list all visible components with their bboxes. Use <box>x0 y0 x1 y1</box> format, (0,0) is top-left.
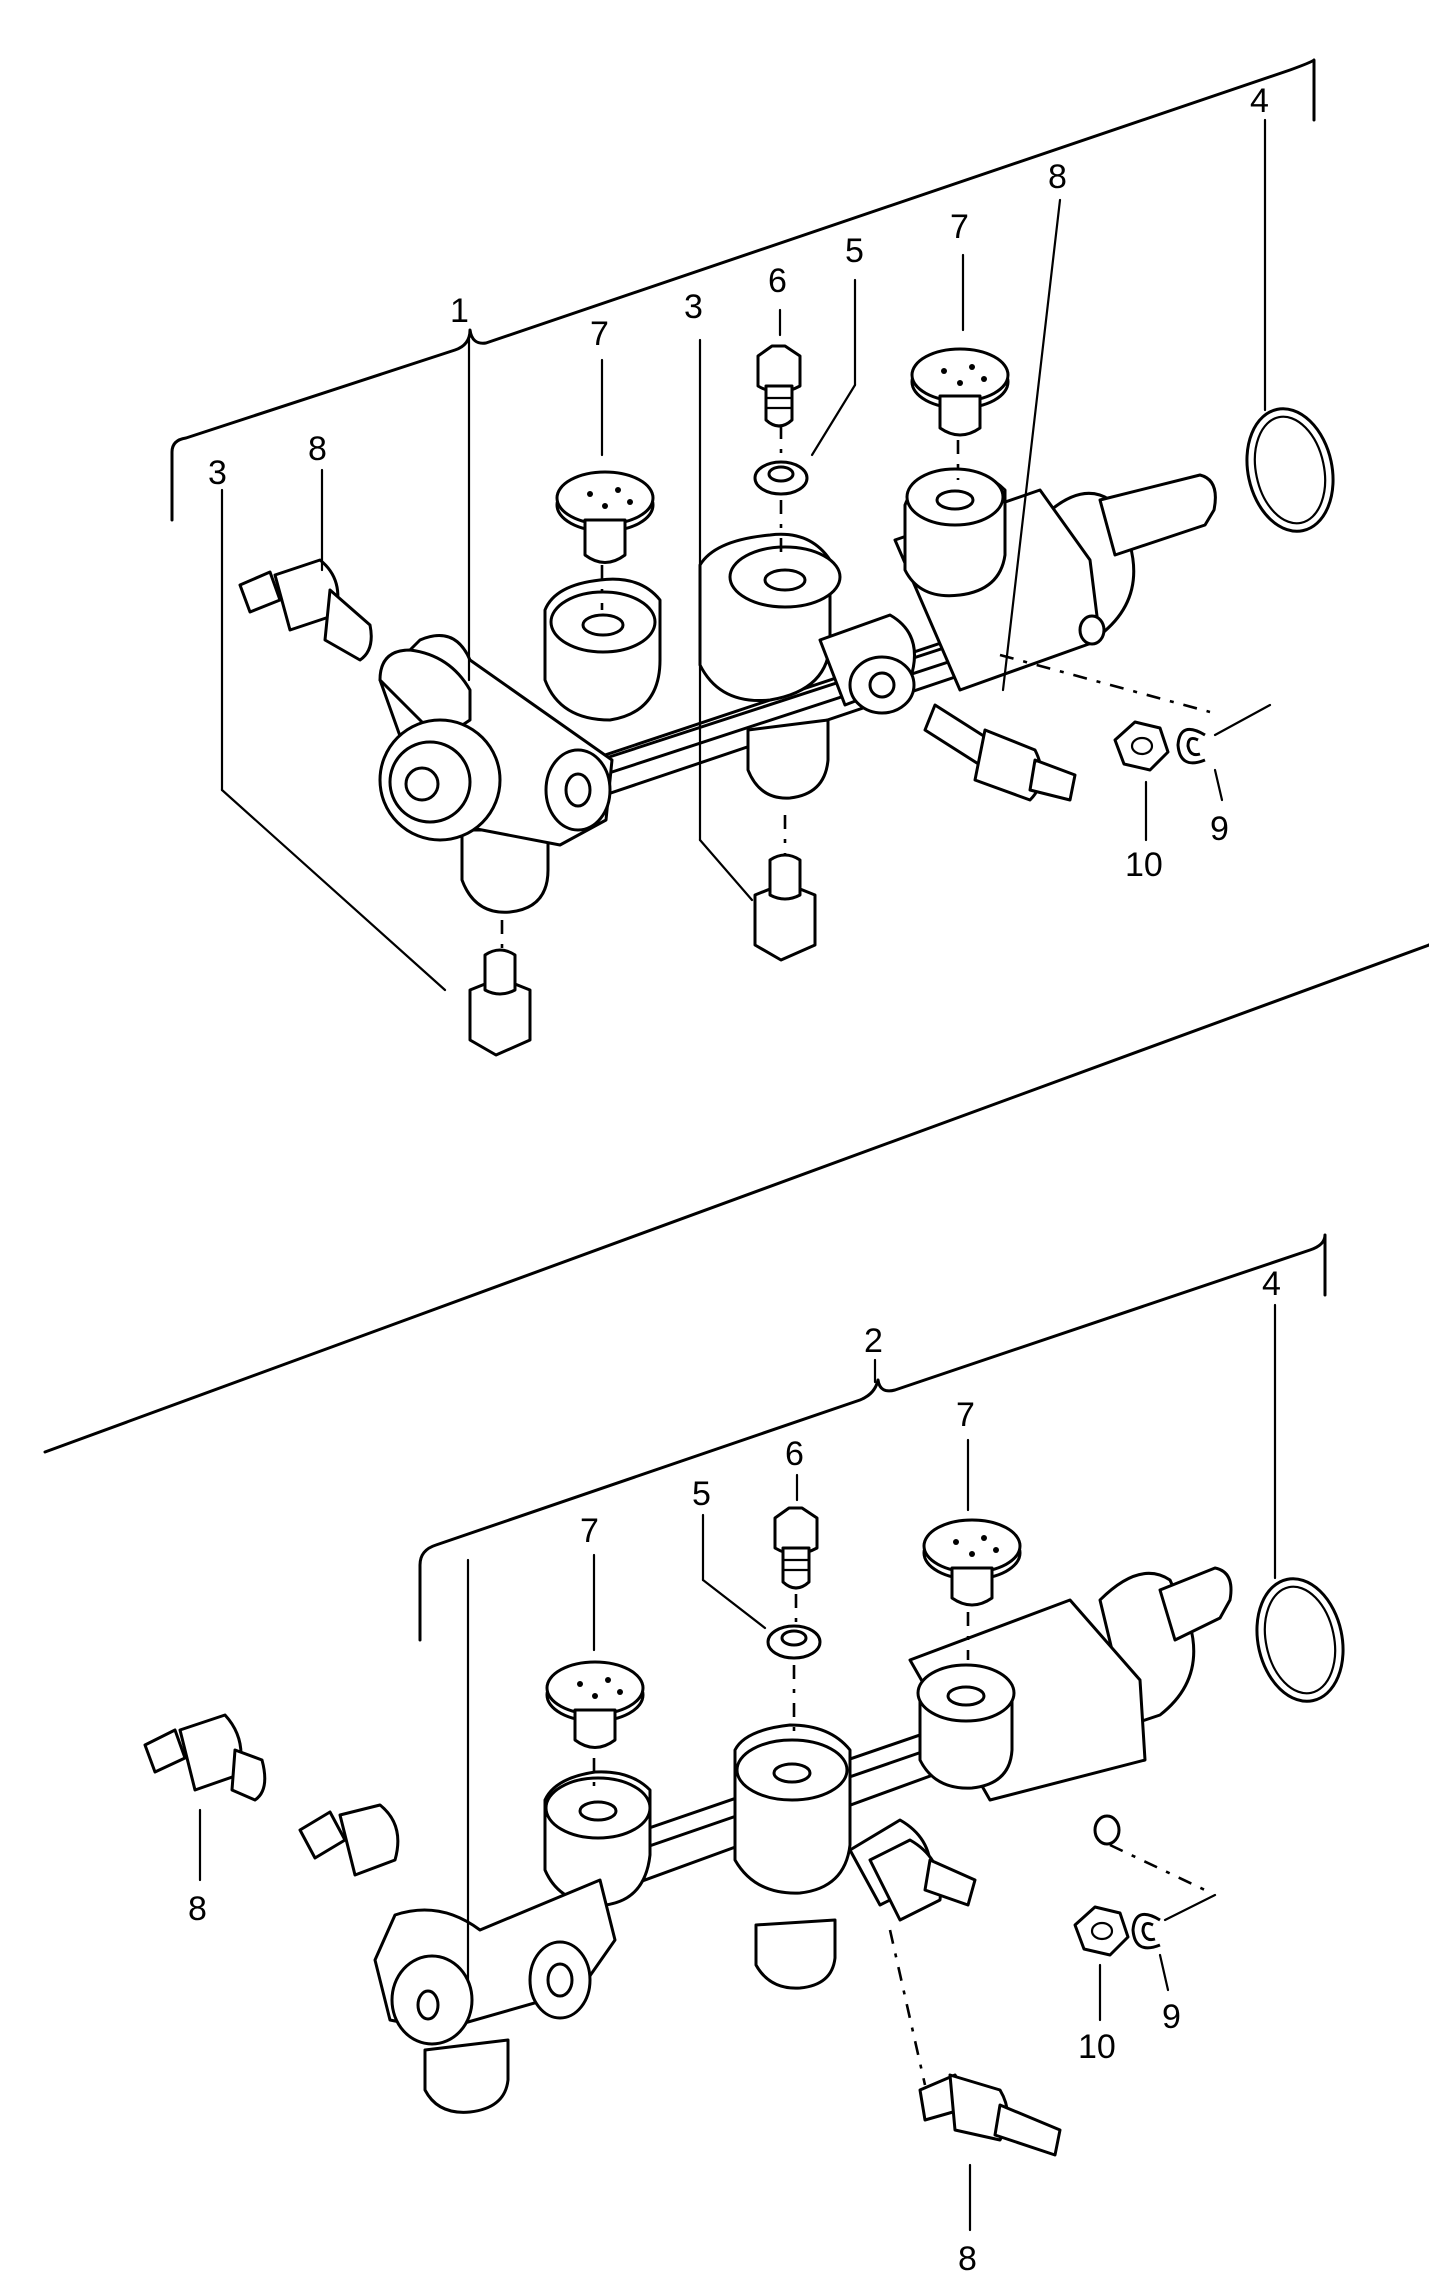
sealing-washer-icon <box>766 1624 822 1660</box>
callout-8: 8 <box>958 2240 977 2278</box>
reservoir-grommet-icon <box>545 1660 645 1749</box>
spring-washer-icon <box>1176 727 1206 765</box>
callout-3: 3 <box>684 288 703 326</box>
callout-8: 8 <box>188 1890 207 1928</box>
separator-line <box>43 943 1429 1454</box>
brake-light-switch-icon <box>143 1713 267 1802</box>
callout-6: 6 <box>785 1435 804 1473</box>
hex-nut-icon <box>1073 1905 1130 1957</box>
callout-7: 7 <box>580 1512 599 1550</box>
callout-9: 9 <box>1162 1998 1181 2036</box>
assembly-bracket-top <box>170 58 1316 522</box>
callout-5: 5 <box>845 232 864 270</box>
reservoir-grommet-icon <box>910 347 1010 437</box>
callout-10: 10 <box>1125 846 1163 884</box>
reservoir-grommet-icon <box>555 470 655 564</box>
callout-10: 10 <box>1078 2028 1116 2066</box>
banjo-bolt-icon <box>756 344 802 428</box>
brake-light-switch-icon <box>298 1803 400 1877</box>
callout-7: 7 <box>956 1396 975 1434</box>
callout-2: 2 <box>864 1322 883 1360</box>
callout-7: 7 <box>950 208 969 246</box>
brake-light-switch-icon <box>868 1838 977 1922</box>
callout-6: 6 <box>768 262 787 300</box>
callout-9: 9 <box>1210 810 1229 848</box>
callout-4: 4 <box>1262 1265 1281 1303</box>
callout-7: 7 <box>590 315 609 353</box>
callout-1: 1 <box>450 292 469 330</box>
hex-nut-icon <box>1113 720 1170 772</box>
o-ring-icon <box>1255 1577 1345 1703</box>
reservoir-grommet-icon <box>922 1518 1022 1607</box>
callout-8: 8 <box>308 430 327 468</box>
brake-light-switch-icon <box>923 703 1077 802</box>
callout-5: 5 <box>692 1475 711 1513</box>
spring-washer-icon <box>1131 1912 1161 1950</box>
sealing-washer-icon <box>753 460 809 496</box>
banjo-bolt-icon <box>773 1506 819 1590</box>
callout-3: 3 <box>208 454 227 492</box>
top-assembly: 1 3 3 4 5 6 7 7 8 8 9 10 <box>170 58 1335 1057</box>
o-ring-icon <box>1245 407 1335 533</box>
pipe-union-icon <box>468 948 532 1057</box>
pipe-union-icon <box>753 853 817 962</box>
assembly-bracket-bottom <box>418 1233 1327 1642</box>
bottom-assembly: 2 4 5 6 7 7 8 8 9 10 <box>143 1233 1345 2278</box>
master-cylinder-body-top <box>378 467 1217 914</box>
callout-4: 4 <box>1250 82 1269 120</box>
brake-light-switch-icon <box>238 558 373 662</box>
callout-8: 8 <box>1048 158 1067 196</box>
brake-light-switch-icon <box>918 2073 1062 2157</box>
